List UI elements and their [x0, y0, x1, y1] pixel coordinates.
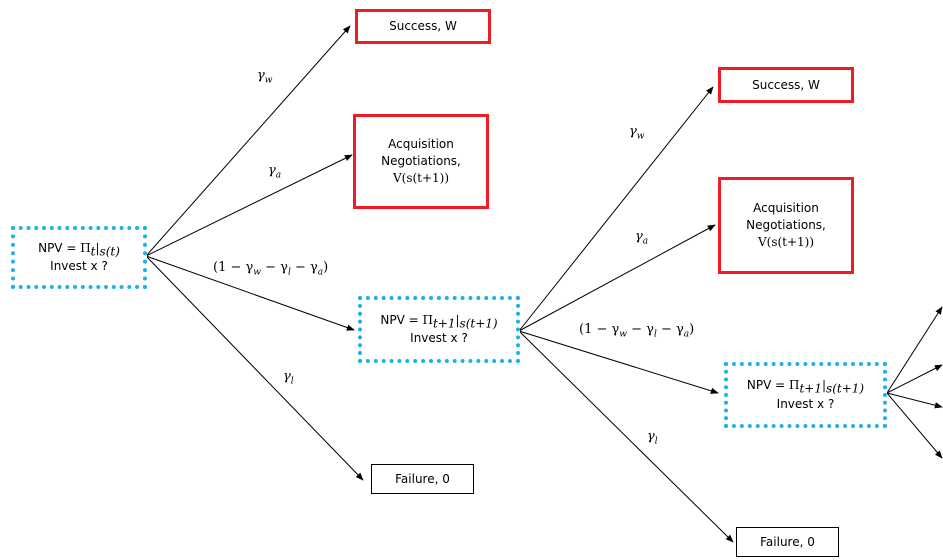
node-failure-2: Failure, 0: [736, 527, 839, 557]
gamma-subscript: a: [275, 170, 282, 181]
continue-part: (1 − γ: [213, 260, 254, 275]
node-npv-t-line1: NPV = Πt|s(t): [38, 240, 120, 258]
continue-sub-l: l: [287, 267, 291, 278]
edge-t-acquisition: [145, 154, 353, 257]
gamma-subscript: w: [636, 131, 645, 142]
gamma-subscript: w: [264, 75, 273, 86]
edge-t2-out-3: [886, 392, 943, 409]
continue-sub-w: w: [253, 267, 261, 278]
gamma-symbol: γ: [629, 124, 637, 139]
acq-2-line2: Negotiations,: [746, 218, 826, 232]
node-npv-t1-b-line1: NPV = Πt+1|s(t+1): [747, 377, 864, 395]
state-subscript: s(t+1): [826, 381, 865, 396]
continue-part: − γ: [656, 322, 684, 337]
node-npv-t-line2: Invest x ?: [50, 259, 108, 274]
state-subscript: s(t): [99, 244, 120, 259]
continue-sub-a: a: [683, 329, 690, 340]
node-acquisition-2: Acquisition Negotiations, V(s(t+1)): [718, 177, 854, 274]
acq-1-line1: Acquisition: [388, 137, 454, 151]
pi-subscript: t+1: [432, 316, 456, 331]
continue-part: ): [689, 322, 695, 337]
continue-sub-l: l: [653, 329, 657, 340]
acq-2-line1: Acquisition: [753, 201, 819, 215]
npv-prefix: NPV =: [38, 240, 81, 255]
gamma-symbol: γ: [257, 68, 265, 83]
edge-t-continue: [145, 255, 355, 331]
pi-symbol: Π: [422, 312, 433, 327]
continue-part: − γ: [261, 260, 288, 275]
edge-t-success: [145, 25, 351, 257]
continue-part: (1 − γ: [579, 322, 620, 337]
given-bar: |: [822, 378, 827, 393]
node-acquisition-1: Acquisition Negotiations, V(s(t+1)): [353, 114, 489, 209]
gamma-symbol: γ: [647, 429, 655, 444]
continue-part: ): [323, 260, 329, 275]
label-continue-1: (1 − γw − γl − γa): [213, 260, 328, 278]
edge-t2-out-1: [886, 306, 943, 394]
given-bar: |: [95, 240, 100, 255]
label-gamma-w-1: γw: [257, 68, 273, 86]
label-gamma-l-1: γl: [283, 369, 294, 387]
acq-1-line2: Negotiations,: [381, 154, 461, 168]
node-failure-2-label: Failure, 0: [760, 534, 815, 549]
node-failure-1-label: Failure, 0: [395, 471, 450, 486]
continue-part: − γ: [290, 260, 318, 275]
node-success-2-label: Success, W: [752, 77, 820, 92]
node-failure-1: Failure, 0: [371, 464, 474, 494]
edge-t1-continue: [518, 330, 719, 394]
continue-sub-w: w: [619, 329, 627, 340]
label-gamma-a-1: γa: [268, 163, 281, 181]
npv-prefix: NPV =: [746, 378, 790, 393]
pi-subscript: t+1: [799, 381, 822, 396]
edge-t2-out-4: [886, 392, 943, 459]
pi-symbol: Π: [80, 240, 91, 255]
acq-1-line3: V(s(t+1)): [392, 171, 450, 185]
edge-t1-success: [518, 86, 714, 332]
state-subscript: s(t+1): [459, 316, 498, 331]
label-gamma-w-2: γw: [629, 124, 645, 142]
gamma-subscript: a: [642, 236, 649, 247]
node-npv-t: NPV = Πt|s(t) Invest x ?: [11, 226, 147, 289]
continue-sub-a: a: [317, 267, 324, 278]
label-gamma-l-2: γl: [647, 429, 658, 447]
node-npv-t1-a-line2: Invest x ?: [410, 331, 468, 346]
gamma-subscript: l: [290, 376, 294, 387]
npv-prefix: NPV =: [380, 312, 423, 327]
gamma-symbol: γ: [635, 229, 643, 244]
node-npv-t1-b: NPV = Πt+1|s(t+1) Invest x ?: [724, 362, 887, 428]
node-npv-t1-a-line1: NPV = Πt+1|s(t+1): [380, 312, 497, 330]
pi-subscript: t: [90, 244, 96, 259]
edge-t1-failure: [518, 330, 734, 543]
pi-symbol: Π: [789, 378, 800, 393]
label-gamma-a-2: γa: [635, 229, 648, 247]
gamma-symbol: γ: [268, 163, 276, 178]
node-npv-t1-b-line2: Invest x ?: [776, 396, 835, 411]
node-success-1: Success, W: [355, 9, 491, 44]
node-success-1-label: Success, W: [389, 19, 457, 33]
gamma-symbol: γ: [283, 369, 291, 384]
node-npv-t1-a: NPV = Πt+1|s(t+1) Invest x ?: [358, 296, 520, 363]
label-continue-2: (1 − γw − γl − γa): [579, 322, 694, 340]
node-success-2: Success, W: [718, 67, 854, 103]
edge-t-failure: [145, 255, 364, 481]
edge-t2-out-2: [886, 364, 943, 394]
edge-t1-acquisition: [518, 224, 716, 332]
acq-2-line3: V(s(t+1)): [757, 235, 815, 249]
continue-part: − γ: [627, 322, 654, 337]
given-bar: |: [455, 312, 460, 327]
gamma-subscript: l: [654, 436, 658, 447]
